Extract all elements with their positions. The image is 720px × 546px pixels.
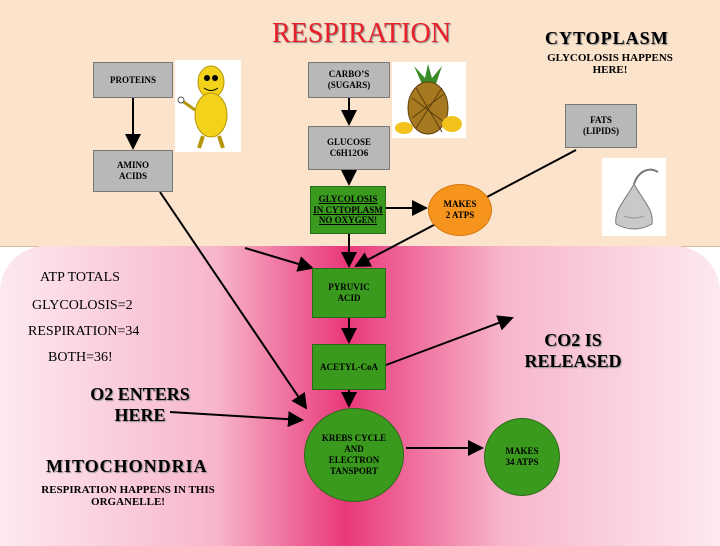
peanut-character-image xyxy=(175,60,241,152)
chocolate-kiss-image xyxy=(602,158,666,236)
pyruvic-label-line2: ACID xyxy=(337,293,361,303)
proteins-label: PROTEINS xyxy=(109,74,156,85)
o2-enters-label: O2 ENTERS HERE xyxy=(80,384,200,425)
mitochondria-note-line2: ORGANELLE! xyxy=(91,496,165,508)
makes-34-atps-circle: MAKES 34 ATPS xyxy=(484,418,560,496)
makes2-label-line1: MAKES xyxy=(443,199,477,210)
co2-label-line2: RELEASED xyxy=(524,350,622,371)
o2-to-krebs-arrow xyxy=(169,411,304,428)
atp-glycolosis-total: GLYCOLOSIS=2 xyxy=(32,298,133,313)
glycolosis-box: GLYCOLOSIS IN CYTOPLASM NO OXYGEN! xyxy=(310,186,386,234)
cytoplasm-note: GLYCOLOSIS HAPPENS HERE! xyxy=(540,52,680,76)
amino-to-krebs-arrow xyxy=(159,191,308,410)
glycolosis-label-line2: IN CYTOPLASM xyxy=(313,204,383,215)
atp-both-total: BOTH=36! xyxy=(48,350,113,365)
cytoplasm-heading: CYTOPLASM xyxy=(545,28,669,48)
co2-released-label: CO2 IS RELEASED xyxy=(508,330,638,371)
acetyl-label: ACETYL-CoA xyxy=(319,361,378,372)
peanut-character-icon xyxy=(177,65,228,149)
o2-label-line2: HERE xyxy=(114,404,166,425)
makes34-label-line2: 34 ATPS xyxy=(505,457,539,467)
atp-totals-heading: ATP TOTALS xyxy=(40,270,120,285)
pyruvic-label-line1: PYRUVIC xyxy=(328,282,370,293)
o2-label-line1: O2 ENTERS xyxy=(90,384,190,404)
fats-label-line2: (LIPIDS) xyxy=(582,126,619,136)
makes-2-atps-circle: MAKES 2 ATPS xyxy=(428,184,492,236)
makes2-label-line2: 2 ATPS xyxy=(445,210,475,220)
diagram-title: RESPIRATION xyxy=(272,18,451,49)
amino-label-line1: AMINO xyxy=(117,160,149,171)
pineapple-icon xyxy=(395,64,462,135)
glucose-box: GLUCOSE C6H12O6 xyxy=(308,126,390,170)
proteins-box: PROTEINS xyxy=(93,62,173,98)
krebs-label-line2: AND xyxy=(344,444,364,455)
krebs-label-line1: KREBS CYCLE xyxy=(321,433,387,444)
mitochondria-note-line1: RESPIRATION HAPPENS IN THIS xyxy=(41,484,215,496)
carbos-label-line1: CARBO’S xyxy=(328,69,370,80)
co2-label-line1: CO2 IS xyxy=(544,330,602,350)
krebs-cycle-circle: KREBS CYCLE AND ELECTRON TANSPORT xyxy=(304,408,404,502)
mitochondria-heading: MITOCHONDRIA xyxy=(46,456,208,476)
cytoplasm-note-line1: GLYCOLOSIS HAPPENS xyxy=(547,52,673,64)
pyruvic-acid-box: PYRUVIC ACID xyxy=(312,268,386,318)
makes34-label-line1: MAKES xyxy=(505,446,539,457)
krebs-label-line4: TANSPORT xyxy=(329,465,379,476)
chocolate-kiss-icon xyxy=(615,168,659,230)
glycolosis-label-line1: GLYCOLOSIS xyxy=(318,193,378,204)
fats-label-line1: FATS xyxy=(590,115,612,126)
acetyl-to-co2-arrow xyxy=(385,315,514,366)
amino-label-line2: ACIDS xyxy=(118,171,147,181)
cytoplasm-note-line2: HERE! xyxy=(592,64,628,76)
glycolosis-label-line3: NO OXYGEN! xyxy=(318,215,378,226)
glucose-label-line1: GLUCOSE xyxy=(326,137,371,148)
glucose-label-line2: C6H12O6 xyxy=(329,148,369,158)
carbos-box: CARBO’S (SUGARS) xyxy=(308,62,390,98)
pineapple-image xyxy=(392,62,466,138)
mitochondria-note: RESPIRATION HAPPENS IN THIS ORGANELLE! xyxy=(28,484,228,508)
atp-respiration-total: RESPIRATION=34 xyxy=(28,324,140,339)
atp-to-pyruvic-arrow xyxy=(244,247,314,272)
amino-acids-box: AMINO ACIDS xyxy=(93,150,173,192)
krebs-label-line3: ELECTRON xyxy=(328,455,380,465)
fats-box: FATS (LIPIDS) xyxy=(565,104,637,148)
carbos-label-line2: (SUGARS) xyxy=(327,80,371,90)
acetyl-coa-box: ACETYL-CoA xyxy=(312,344,386,390)
